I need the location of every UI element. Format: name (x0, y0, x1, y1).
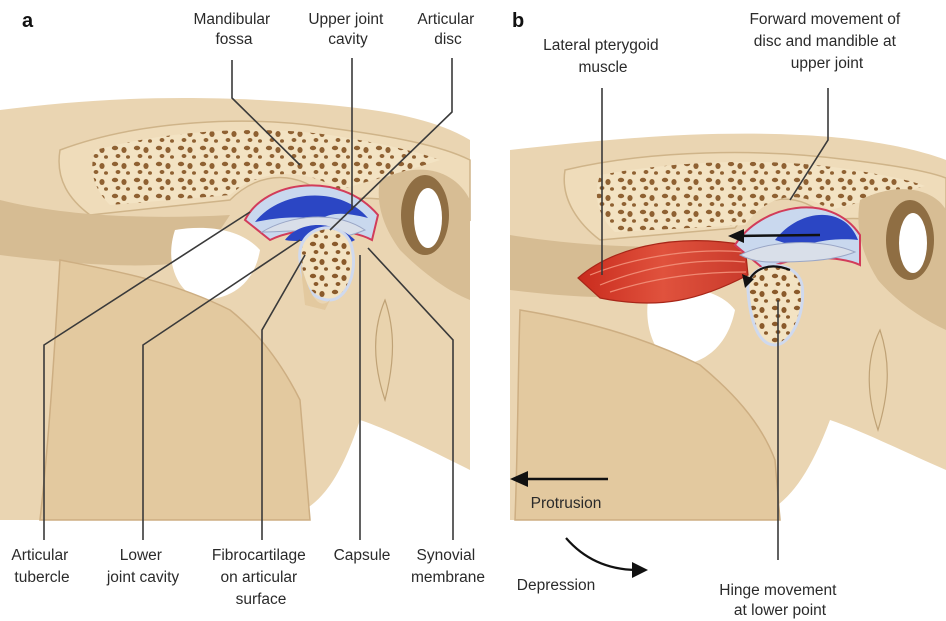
panel-a: a Mandibular fossa Upper joint cavity Ar… (0, 10, 485, 608)
label-synovial-membrane: Synovial membrane (411, 547, 485, 586)
label-protrusion: Protrusion (531, 495, 602, 512)
panel-b: b Lateral pterygoid muscle Forward movem… (510, 10, 946, 619)
label-hinge-movement: Hinge movement at lower point (719, 582, 840, 619)
label-depression: Depression (517, 577, 595, 594)
label-lower-joint-cavity: Lower joint cavity (106, 547, 180, 586)
label-articular-disc: Articular disc (417, 11, 478, 48)
panel-b-letter: b (512, 10, 524, 32)
label-upper-joint-cavity: Upper joint cavity (308, 11, 387, 48)
panel-a-letter: a (22, 10, 34, 32)
depression-arrow-head (632, 562, 648, 578)
label-articular-tubercle: Articular tubercle (11, 547, 72, 586)
depression-arrow (566, 538, 638, 570)
label-mandibular-fossa: Mandibular fossa (194, 11, 275, 48)
label-capsule: Capsule (334, 547, 391, 564)
arrow-forward-joint (735, 235, 820, 236)
label-fibrocartilage: Fibrocartilage on articular surface (212, 547, 310, 608)
label-forward-movement: Forward movement of disc and mandible at… (749, 11, 904, 72)
label-lateral-pterygoid: Lateral pterygoid muscle (543, 37, 663, 76)
